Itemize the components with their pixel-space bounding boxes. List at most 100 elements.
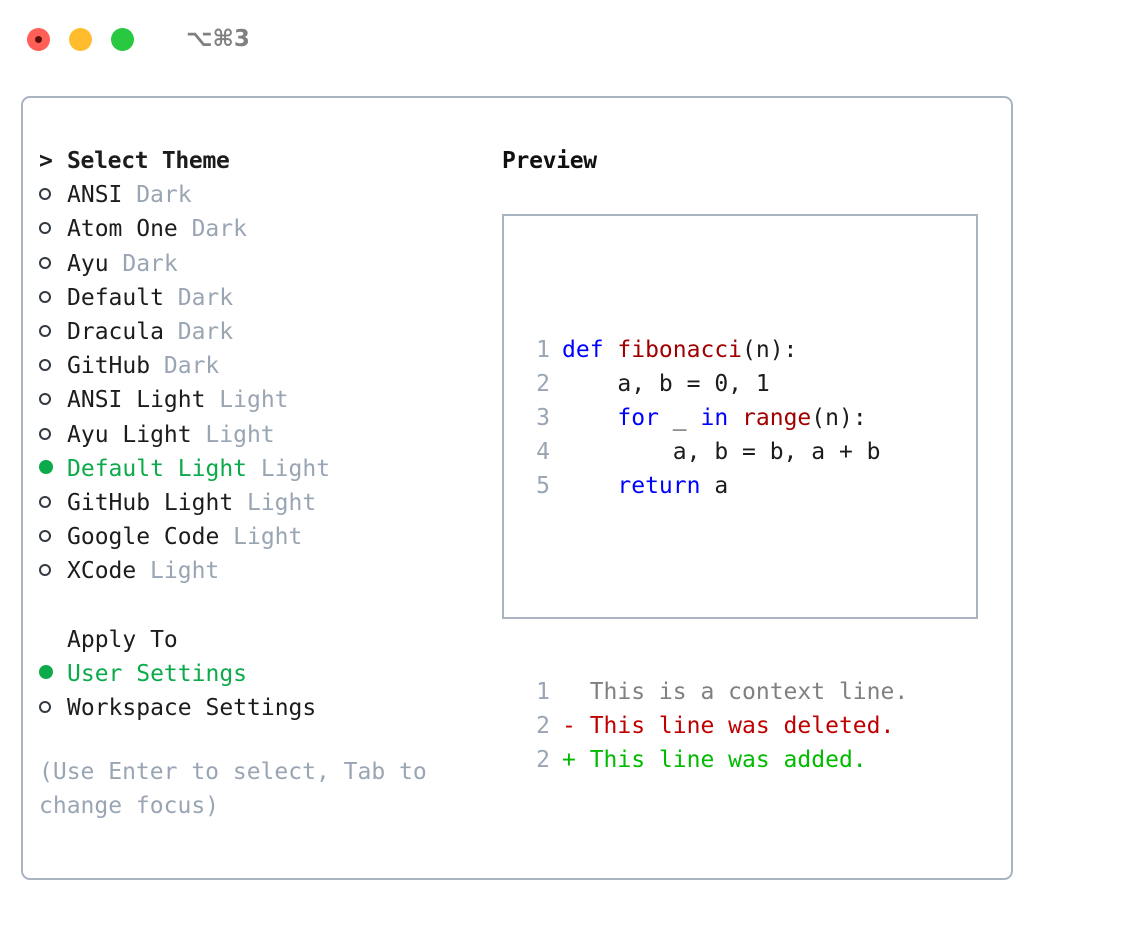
- code-token: [562, 405, 617, 431]
- radio-unselected-icon: [39, 554, 67, 588]
- theme-option-default-light[interactable]: Default Light Light: [39, 452, 469, 486]
- traffic-lights: [27, 27, 134, 51]
- radio-unselected-icon: [39, 486, 67, 520]
- code-line: 3 for _ in range(n):: [522, 401, 908, 435]
- theme-option-category: Dark: [136, 182, 192, 209]
- theme-option-ayu-light[interactable]: Ayu Light Light: [39, 418, 469, 452]
- theme-option-xcode[interactable]: XCode Light: [39, 554, 469, 588]
- apply-to-option-user-settings[interactable]: User Settings: [39, 657, 469, 691]
- theme-option-github-light[interactable]: GitHub Light Light: [39, 486, 469, 520]
- code-token: for: [617, 404, 659, 431]
- theme-option-label: XCode: [67, 558, 137, 585]
- theme-list-header-label: Select Theme: [67, 148, 230, 174]
- code-token: a: [700, 473, 729, 500]
- code-token: fibonacci: [617, 336, 743, 363]
- apply-to-option-label: Workspace Settings: [67, 695, 317, 721]
- diff-text: This line was added.: [575, 746, 867, 773]
- code-token: in: [700, 404, 743, 431]
- theme-option-category: Light: [260, 455, 331, 482]
- list-spacer: [39, 588, 469, 622]
- close-button[interactable]: [27, 27, 50, 51]
- theme-option-label: GitHub Light: [67, 489, 234, 516]
- diff-marker: -: [562, 712, 576, 739]
- diff-text: This is a context line.: [575, 678, 909, 705]
- radio-unselected-icon: [39, 315, 67, 349]
- code-token: a, b = b, a + b: [562, 439, 881, 466]
- theme-option-label: Ayu Light: [67, 421, 192, 448]
- code-token: range: [742, 404, 812, 431]
- diff-line-content: This is a context line.: [562, 678, 909, 705]
- code-token: return: [617, 473, 701, 500]
- line-number: 1: [536, 336, 550, 363]
- theme-option-ayu[interactable]: Ayu Dark: [39, 247, 469, 281]
- line-number: 4: [536, 439, 550, 466]
- code-token: (n):: [811, 404, 867, 431]
- radio-unselected-icon: [39, 247, 67, 281]
- theme-option-github[interactable]: GitHub Dark: [39, 349, 469, 383]
- code-line: 2 a, b = 0, 1: [522, 367, 908, 401]
- radio-unselected-icon: [39, 212, 67, 246]
- theme-option-label: Dracula: [67, 318, 164, 345]
- code-line: 5 return a: [522, 469, 908, 503]
- theme-option-category: Light: [246, 489, 317, 516]
- theme-option-category: Dark: [191, 216, 247, 243]
- code-token: def: [562, 336, 618, 363]
- theme-option-ansi-light[interactable]: ANSI Light Light: [39, 383, 469, 417]
- theme-option-category: Light: [205, 421, 275, 448]
- code-token: _: [658, 404, 701, 431]
- apply-to-option-workspace-settings[interactable]: Workspace Settings: [39, 691, 469, 725]
- theme-option-dracula[interactable]: Dracula Dark: [39, 315, 469, 349]
- radio-selected-icon: [39, 657, 67, 691]
- theme-option-ansi[interactable]: ANSI Dark: [39, 178, 469, 212]
- theme-option-category: Dark: [177, 318, 234, 345]
- theme-option-label: Default: [67, 284, 164, 311]
- diff-line-content: + This line was added.: [562, 747, 867, 773]
- theme-option-label: Ayu: [67, 250, 109, 277]
- diff-marker: +: [562, 746, 576, 773]
- radio-unselected-icon: [39, 520, 67, 554]
- theme-option-category: Dark: [122, 250, 178, 277]
- keyboard-shortcut-label: ⌥⌘3: [186, 25, 250, 52]
- line-number: 2: [536, 370, 550, 397]
- radio-unselected-icon: [39, 281, 67, 315]
- radio-unselected-icon: [39, 383, 67, 417]
- theme-option-category: Dark: [177, 284, 234, 311]
- maximize-button[interactable]: [111, 27, 134, 51]
- theme-option-label: GitHub: [67, 353, 151, 380]
- line-number: 3: [536, 404, 550, 431]
- theme-option-category: Light: [219, 387, 289, 414]
- code-token: [562, 473, 617, 499]
- diff-line-del: 2- This line was deleted.: [522, 709, 908, 743]
- theme-option-label: ANSI Light: [67, 387, 206, 414]
- theme-option-category: Light: [233, 524, 303, 551]
- theme-option-atom-one[interactable]: Atom One Dark: [39, 212, 469, 246]
- radio-unselected-icon: [39, 349, 67, 383]
- theme-option-label: Atom One: [67, 216, 178, 243]
- diff-line-content: - This line was deleted.: [562, 713, 894, 739]
- theme-option-label: Default Light: [67, 455, 248, 482]
- theme-option-google-code[interactable]: Google Code Light: [39, 520, 469, 554]
- theme-option-category: Dark: [163, 353, 220, 380]
- keyboard-hint: (Use Enter to select, Tab to change focu…: [39, 759, 427, 820]
- preview-title: Preview: [502, 148, 597, 174]
- minimize-button[interactable]: [69, 27, 92, 51]
- theme-option-label: ANSI: [67, 182, 123, 209]
- theme-option-label: Google Code: [67, 524, 220, 551]
- diff-text: This line was deleted.: [575, 712, 895, 739]
- radio-unselected-icon: [39, 418, 67, 452]
- theme-option-category: Light: [150, 558, 220, 585]
- code-diff-gap: [522, 572, 908, 606]
- theme-option-default[interactable]: Default Dark: [39, 281, 469, 315]
- code-line: 4 a, b = b, a + b: [522, 435, 908, 469]
- line-number: 2: [536, 746, 550, 773]
- line-number: 2: [536, 712, 550, 739]
- diff-marker: [562, 675, 576, 709]
